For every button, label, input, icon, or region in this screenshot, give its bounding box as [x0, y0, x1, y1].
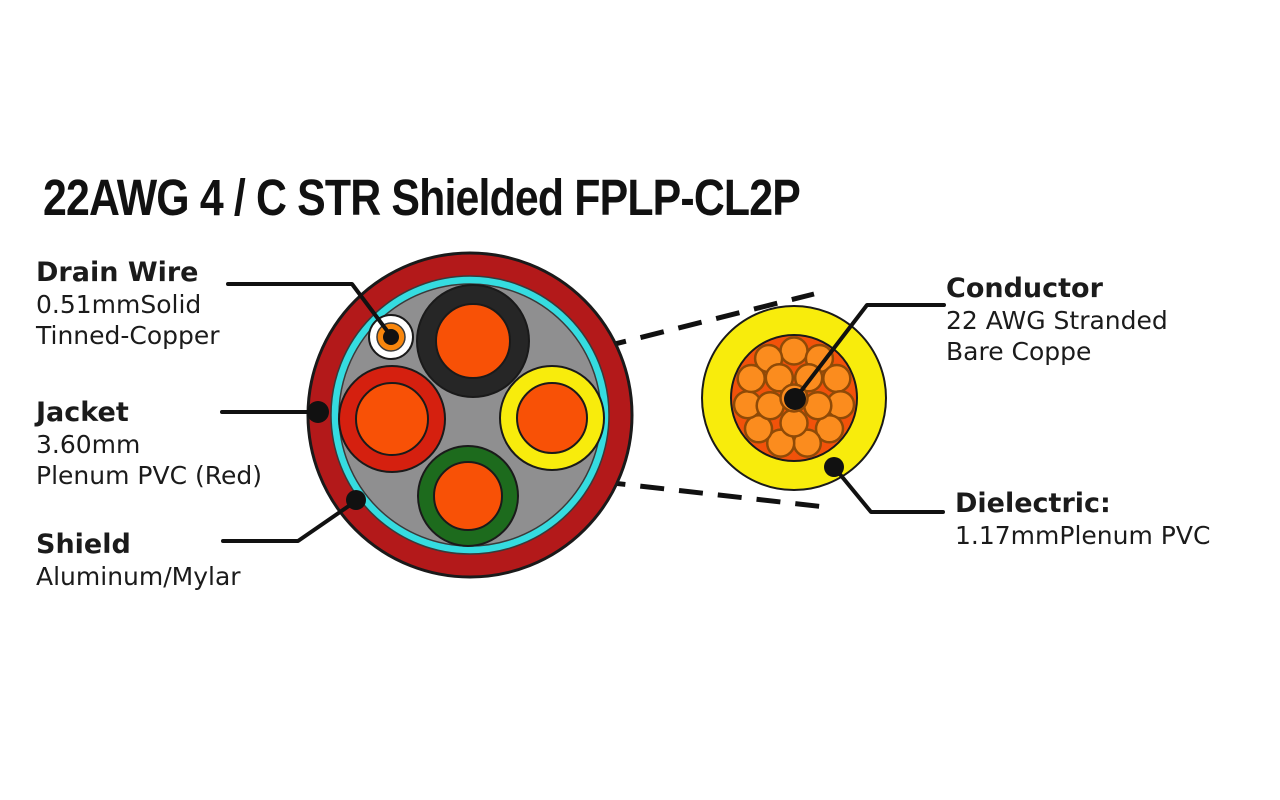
jacket-anchor-dot: [307, 401, 329, 423]
conductor-spec-gauge: 22 AWG Stranded: [946, 306, 1168, 335]
conductor-black-core: [435, 303, 511, 379]
conductor-red-core: [355, 382, 429, 456]
drain-wire-anchor-dot: [383, 329, 399, 345]
conductor-leader-line: [793, 303, 946, 401]
shield-leader-line: [221, 499, 358, 543]
drain-wire-spec-size: 0.51mmSolid: [36, 290, 202, 319]
leader-lines: [220, 282, 946, 543]
strand: [822, 363, 852, 394]
dielectric-spec-material: 1.17mmPlenum PVC: [955, 521, 1211, 550]
shield-label: Shield Aluminum/Mylar: [36, 528, 241, 592]
drain-wire-label: Drain Wire 0.51mmSolid Tinned-Copper: [36, 256, 220, 351]
leader-anchor-dots: [307, 329, 844, 510]
jacket-spec-material: Plenum PVC (Red): [36, 461, 262, 490]
conductor-spec-material: Bare Coppe: [946, 337, 1092, 366]
dielectric-leader-line: [832, 465, 945, 514]
shield-spec-material: Aluminum/Mylar: [36, 562, 241, 591]
jacket-spec-size: 3.60mm: [36, 430, 141, 459]
dielectric-label: Dielectric: 1.17mmPlenum PVC: [955, 487, 1210, 551]
strand: [764, 363, 795, 393]
strand: [814, 414, 845, 444]
conductor-heading: Conductor: [946, 273, 1103, 304]
jacket-heading: Jacket: [36, 397, 129, 428]
strand: [779, 408, 809, 438]
conductor-label: Conductor 22 AWG Stranded Bare Coppe: [946, 272, 1168, 367]
conductor-green-core: [433, 461, 503, 531]
strand: [743, 414, 774, 444]
dielectric-anchor-dot: [824, 457, 844, 477]
drain-wire-heading: Drain Wire: [36, 257, 199, 288]
dielectric-heading: Dielectric:: [955, 488, 1111, 519]
shield-heading: Shield: [36, 529, 131, 560]
strand: [765, 428, 796, 458]
conductor-yellow-core: [516, 382, 588, 454]
drain-wire-leader-line: [226, 282, 393, 338]
shield-anchor-dot: [346, 490, 366, 510]
strand: [779, 336, 809, 366]
jacket-label: Jacket 3.60mm Plenum PVC (Red): [36, 396, 262, 491]
cable-cross-section: [306, 251, 634, 579]
page-title: 22AWG 4 / C STR Shielded FPLP-CL2P: [43, 169, 801, 226]
conductor-anchor-dot: [784, 388, 806, 410]
drain-wire-spec-material: Tinned-Copper: [36, 321, 220, 350]
